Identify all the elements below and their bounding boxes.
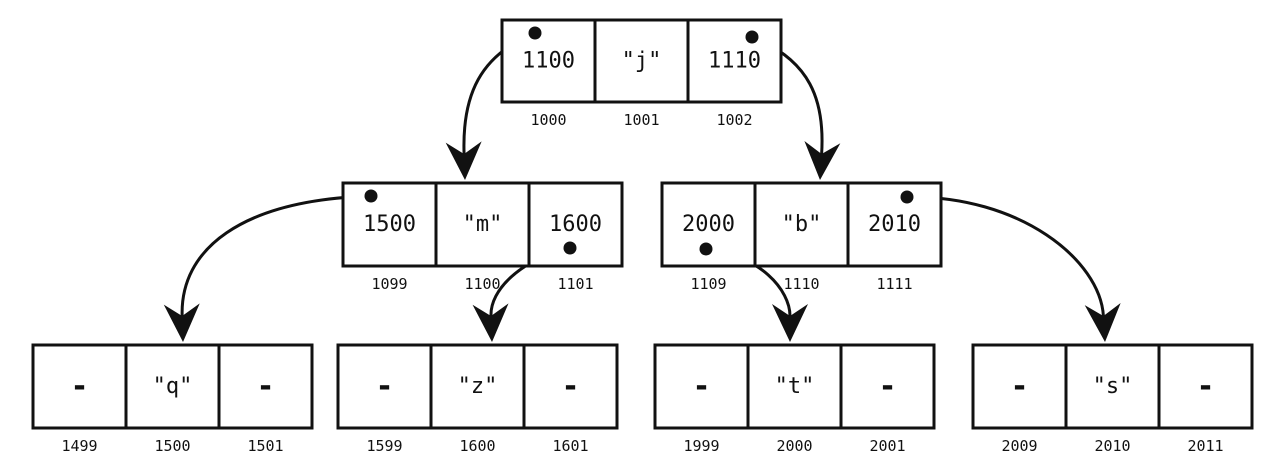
cell-value: "b" bbox=[782, 212, 822, 237]
cell-value: "m" bbox=[463, 212, 503, 237]
memory-cell bbox=[336, 343, 433, 430]
cell-address: 1099 bbox=[371, 275, 407, 293]
cell-address: 1499 bbox=[61, 437, 97, 455]
node-q-node: - "q" - 1499 1500 1501 bbox=[31, 343, 314, 455]
cell-value: - bbox=[1196, 369, 1214, 404]
pointer-origin-dot bbox=[699, 242, 713, 256]
node-b-node: 2000 "b" 2010 1109 1110 1111 bbox=[660, 181, 943, 293]
memory-cell bbox=[1064, 343, 1161, 430]
arrowhead bbox=[163, 303, 200, 342]
cell-address: 2000 bbox=[776, 437, 812, 455]
arrowhead bbox=[472, 303, 509, 342]
cell-value: "t" bbox=[775, 374, 815, 399]
memory-cell bbox=[429, 343, 526, 430]
arrowhead bbox=[772, 304, 808, 342]
cell-value: 1110 bbox=[708, 49, 761, 74]
nodes-layer: 1100 "j" 1110 1000 1001 1002 1500 "m" 1600 1099 11… bbox=[31, 18, 1254, 455]
cell-value: 2010 bbox=[868, 212, 921, 237]
cell-value: - bbox=[256, 369, 274, 404]
memory-cell bbox=[746, 343, 843, 430]
cell-address: 1002 bbox=[716, 111, 752, 129]
node-t-node: - "t" - 1999 2000 2001 bbox=[653, 343, 936, 455]
cell-address: 1000 bbox=[530, 111, 566, 129]
cell-value: 2000 bbox=[682, 212, 735, 237]
pointer-origin-dot bbox=[364, 189, 378, 203]
cell-address: 2010 bbox=[1094, 437, 1130, 455]
cell-address: 1500 bbox=[154, 437, 190, 455]
memory-cell bbox=[846, 181, 943, 268]
memory-cell bbox=[500, 18, 597, 104]
arrowhead bbox=[445, 141, 482, 180]
cell-address: 1601 bbox=[552, 437, 588, 455]
cell-value: 1100 bbox=[522, 49, 575, 74]
cell-address: 1501 bbox=[247, 437, 283, 455]
arrowhead bbox=[804, 140, 841, 180]
cell-value: - bbox=[692, 369, 710, 404]
dots-layer bbox=[364, 26, 914, 256]
cell-value: 1600 bbox=[549, 212, 602, 237]
memory-cell bbox=[1157, 343, 1254, 430]
pointer-origin-dot bbox=[563, 241, 577, 255]
node-s-node: - "s" - 2009 2010 2011 bbox=[971, 343, 1254, 455]
cell-address: 1111 bbox=[876, 275, 912, 293]
cell-value: "j" bbox=[622, 49, 662, 74]
memory-cell bbox=[31, 343, 128, 430]
memory-cell bbox=[527, 181, 624, 268]
memory-cell bbox=[593, 18, 690, 104]
cell-address: 2009 bbox=[1001, 437, 1037, 455]
pointer-origin-dot bbox=[528, 26, 542, 40]
cell-value: "s" bbox=[1093, 374, 1133, 399]
memory-cell bbox=[522, 343, 619, 430]
cell-address: 1599 bbox=[366, 437, 402, 455]
pointer-arrow-m-node-to-q-node bbox=[180, 194, 372, 317]
cell-address: 2011 bbox=[1187, 437, 1223, 455]
cell-address: 1101 bbox=[557, 275, 593, 293]
memory-cell bbox=[686, 18, 783, 104]
cell-address: 1100 bbox=[464, 275, 500, 293]
memory-cell bbox=[434, 181, 531, 268]
arrowhead bbox=[1084, 302, 1121, 342]
pointer-arrow-b-node-to-s-node bbox=[906, 195, 1105, 317]
cell-address: 1001 bbox=[623, 111, 659, 129]
node-m-node: 1500 "m" 1600 1099 1100 1101 bbox=[341, 181, 624, 293]
cell-value: - bbox=[1010, 369, 1028, 404]
pointer-origin-dot bbox=[745, 30, 759, 44]
node-z-node: - "z" - 1599 1600 1601 bbox=[336, 343, 619, 455]
memory-cell bbox=[839, 343, 936, 430]
memory-cell bbox=[124, 343, 221, 430]
cell-address: 1999 bbox=[683, 437, 719, 455]
cell-address: 1600 bbox=[459, 437, 495, 455]
node-root: 1100 "j" 1110 1000 1001 1002 bbox=[500, 18, 783, 129]
cell-value: "z" bbox=[458, 374, 498, 399]
cell-value: "q" bbox=[153, 374, 193, 399]
cell-value: - bbox=[878, 369, 896, 404]
memory-cell bbox=[217, 343, 314, 430]
memory-cell bbox=[653, 343, 750, 430]
cell-value: - bbox=[561, 369, 579, 404]
cell-address: 2001 bbox=[869, 437, 905, 455]
memory-cell bbox=[341, 181, 438, 268]
cell-address: 1110 bbox=[783, 275, 819, 293]
cell-address: 1109 bbox=[690, 275, 726, 293]
cell-value: - bbox=[70, 369, 88, 404]
pointer-origin-dot bbox=[900, 190, 914, 204]
cell-value: - bbox=[375, 369, 393, 404]
cell-value: 1500 bbox=[363, 212, 416, 237]
